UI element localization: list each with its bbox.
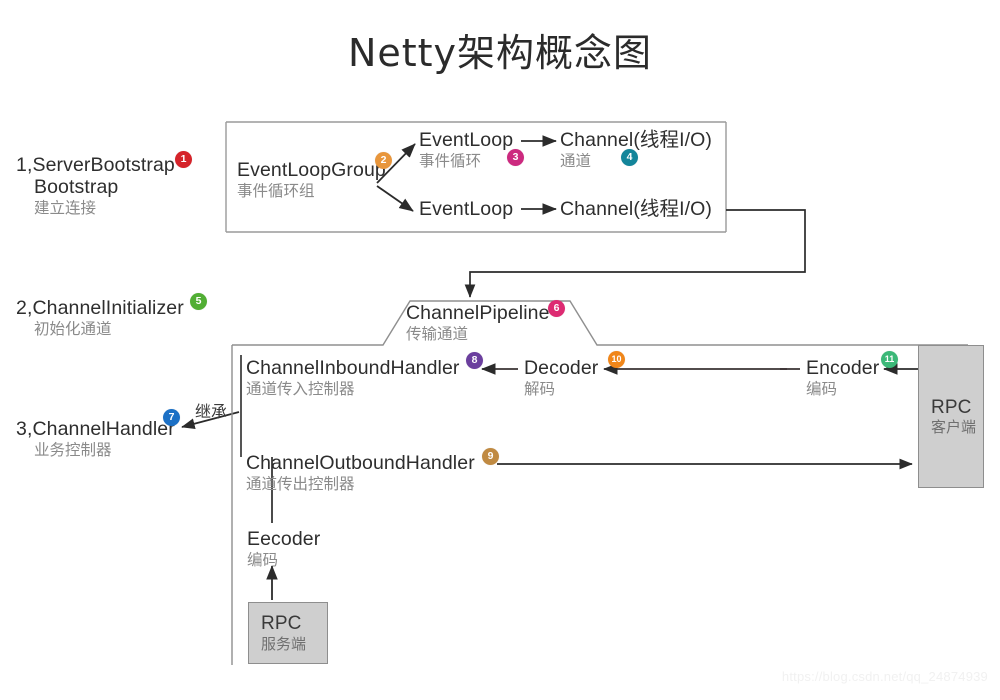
watermark: https://blog.csdn.net/qq_24874939 bbox=[781, 669, 988, 684]
badge-9: 9 bbox=[482, 448, 499, 465]
badge-3: 3 bbox=[507, 149, 524, 166]
channel-bottom-node[interactable]: Channel(线程I/O) bbox=[560, 198, 713, 220]
eecoder-node[interactable]: Eecoder 编码 bbox=[247, 528, 321, 569]
eventloop-top-node[interactable]: EventLoop 事件循环 bbox=[419, 129, 514, 170]
encoder-node[interactable]: Encoder 编码 bbox=[806, 357, 880, 398]
decoder-node[interactable]: Decoder 解码 bbox=[524, 357, 599, 398]
badge-11: 11 bbox=[881, 351, 898, 368]
eecoder-cn: 编码 bbox=[247, 550, 279, 569]
eventloop-top-cn: 事件循环 bbox=[419, 151, 482, 170]
decoder-title: Decoder bbox=[524, 357, 599, 379]
rpc-server-title: RPC bbox=[261, 613, 302, 635]
arrow-channel-to-pipeline bbox=[464, 209, 806, 298]
badge-1: 1 bbox=[175, 151, 192, 168]
channelinboundhandler-title: ChannelInboundHandler bbox=[246, 357, 460, 379]
page-title: Netty架构概念图 bbox=[347, 31, 653, 75]
step-channelhandler-cn: 业务控制器 bbox=[34, 440, 112, 459]
channel-top-title: Channel(线程I/O) bbox=[560, 129, 713, 151]
step-serverbootstrap-title: 1,ServerBootstrap bbox=[16, 154, 175, 176]
eventloopgroup-node[interactable]: EventLoopGroup 事件循环组 bbox=[237, 159, 386, 200]
rpc-server-cn: 服务端 bbox=[261, 634, 307, 653]
decoder-cn: 解码 bbox=[524, 379, 556, 398]
channeloutboundhandler-node[interactable]: ChannelOutboundHandler 通道传出控制器 bbox=[246, 452, 475, 493]
channeloutboundhandler-cn: 通道传出控制器 bbox=[246, 474, 355, 493]
encoder-title: Encoder bbox=[806, 357, 880, 379]
step-serverbootstrap[interactable]: 1,ServerBootstrap Bootstrap 建立连接 bbox=[16, 154, 175, 217]
channelpipeline-cn: 传输通道 bbox=[406, 324, 469, 343]
arrow-inherit-to-channelhandler bbox=[181, 411, 240, 430]
eventloopgroup-cn: 事件循环组 bbox=[237, 181, 315, 200]
step-channelinitializer[interactable]: 2,ChannelInitializer 初始化通道 bbox=[16, 297, 184, 338]
badge-4: 4 bbox=[621, 149, 638, 166]
step-serverbootstrap-cn: 建立连接 bbox=[34, 198, 97, 217]
eventloopgroup-title: EventLoopGroup bbox=[237, 159, 386, 181]
bootstrap-container-box bbox=[225, 121, 727, 233]
step-channelinitializer-title: 2,ChannelInitializer bbox=[16, 297, 184, 319]
channel-top-node[interactable]: Channel(线程I/O) 通道 bbox=[560, 129, 713, 170]
badge-7: 7 bbox=[163, 409, 180, 426]
rpc-server-box[interactable]: RPC 服务端 bbox=[248, 602, 328, 664]
badge-5: 5 bbox=[190, 293, 207, 310]
rpc-client-title: RPC bbox=[931, 396, 972, 418]
badge-6: 6 bbox=[548, 300, 565, 317]
arrow-group-to-loop-bottom bbox=[376, 185, 414, 212]
channelinboundhandler-cn: 通道传入控制器 bbox=[246, 379, 355, 398]
channelinboundhandler-node[interactable]: ChannelInboundHandler 通道传入控制器 bbox=[246, 357, 460, 398]
step-channelhandler-title: 3,ChannelHandler bbox=[16, 418, 175, 440]
eventloop-bottom-node[interactable]: EventLoop bbox=[419, 198, 514, 220]
rpc-client-box[interactable]: RPC 客户端 bbox=[918, 345, 984, 488]
channelpipeline-node[interactable]: ChannelPipeline 传输通道 bbox=[406, 302, 550, 343]
badge-10: 10 bbox=[608, 351, 625, 368]
step-channelinitializer-cn: 初始化通道 bbox=[34, 319, 112, 338]
eventloop-top-title: EventLoop bbox=[419, 129, 514, 151]
step-bootstrap-title: Bootstrap bbox=[34, 175, 119, 198]
rpc-client-cn: 客户端 bbox=[931, 418, 977, 437]
arrow-group-to-loop-top bbox=[376, 143, 416, 184]
encoder-cn: 编码 bbox=[806, 379, 838, 398]
channel-top-cn: 通道 bbox=[560, 151, 592, 170]
badge-8: 8 bbox=[466, 352, 483, 369]
step-channelhandler[interactable]: 3,ChannelHandler 业务控制器 bbox=[16, 418, 175, 459]
eecoder-title: Eecoder bbox=[247, 528, 321, 550]
channelpipeline-title: ChannelPipeline bbox=[406, 302, 550, 324]
pipeline-region-outline bbox=[232, 300, 968, 346]
badge-2: 2 bbox=[375, 152, 392, 169]
channeloutboundhandler-title: ChannelOutboundHandler bbox=[246, 452, 475, 474]
inherit-label: 继承 bbox=[195, 402, 228, 421]
